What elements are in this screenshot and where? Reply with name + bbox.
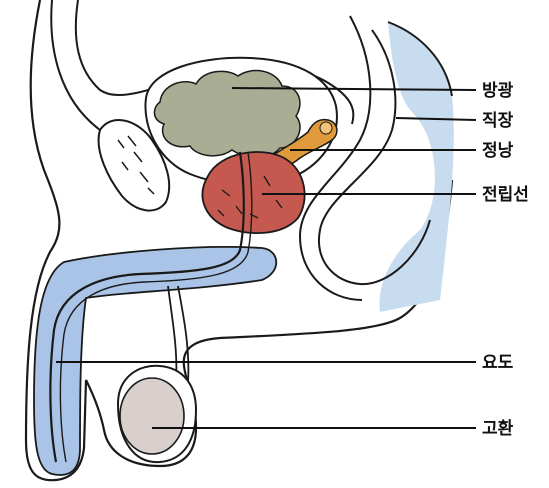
label-bladder: 방광 <box>482 81 514 101</box>
prostate <box>202 152 304 233</box>
testis <box>120 378 184 454</box>
label-rectum: 직장 <box>482 111 514 131</box>
leader-rectum <box>396 118 476 120</box>
label-testis: 고환 <box>482 419 514 439</box>
label-urethra: 요도 <box>482 353 514 373</box>
label-seminal-vesicle: 정낭 <box>482 141 514 161</box>
label-prostate: 전립선 <box>482 185 529 205</box>
bladder <box>154 71 300 158</box>
